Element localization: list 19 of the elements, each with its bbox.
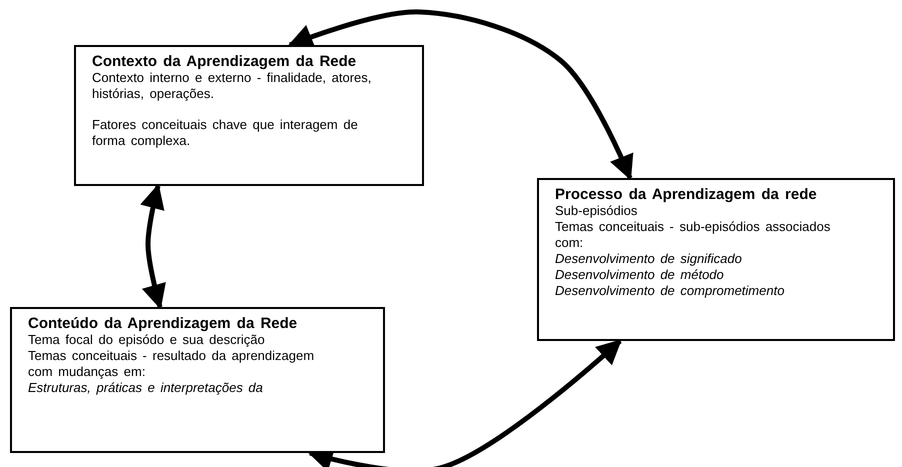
box-text: Desenvolvimento de comprometimento: [555, 283, 786, 299]
text-box: [74, 45, 424, 186]
box-text: Temas conceituais - resultado da aprendizagem com mudanças em:: [28, 348, 316, 380]
curved-arrow: [140, 184, 166, 310]
box-text: Tema focal do episódo e sua descrição: [28, 332, 266, 348]
text-box: [10, 307, 385, 453]
curved-arrow: [288, 10, 634, 180]
curved-arrow: [308, 339, 622, 467]
box-text: Sub-episódios: [555, 203, 638, 219]
box-text: Contexto interno e externo - finalidade, atores, histórias, operações.: [92, 70, 372, 102]
box-heading: Conteúdo da Aprendizagem da Rede: [28, 315, 298, 332]
box-heading: Processo da Aprendizagem da rede: [555, 186, 818, 203]
box-heading: Contexto da Aprendizagem da Rede: [92, 53, 358, 70]
text-box: [537, 178, 895, 341]
box-text: Fatores conceituais chave que interagem de forma complexa.: [92, 117, 359, 149]
box-text: Temas conceituais - sub-episódios associados com:: [555, 219, 832, 251]
box-text: Estruturas, práticas e interpretações da: [28, 380, 264, 396]
box-text: Desenvolvimento de significado: [555, 251, 743, 267]
box-text: Desenvolvimento de método: [555, 267, 725, 283]
